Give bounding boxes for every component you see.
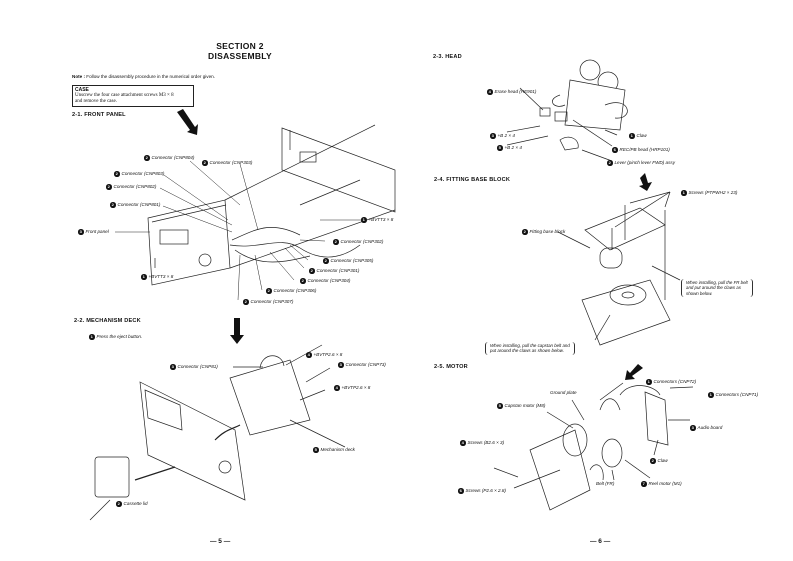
case-heading: CASE — [75, 87, 89, 93]
procedure-arrows — [177, 109, 652, 380]
note-fr-belt: When installing, pull the FR belt and pu… — [681, 279, 753, 298]
page-number-6: — 6 — — [590, 538, 611, 545]
heading-front-panel: 2-1. FRONT PANEL — [72, 112, 126, 118]
label-belt-fr: Belt (FR) — [596, 481, 615, 486]
page-number-5: — 5 — — [210, 538, 231, 545]
note: Note : Follow the disassembly procedure … — [72, 74, 215, 79]
label-screw-bvtp-top: 4+BVTP2.6 × 8 — [306, 352, 343, 358]
note-capstan-belt: When installing, pull the capstan belt a… — [485, 342, 575, 355]
motor-illustration — [493, 382, 694, 511]
label-screw-bvtt3-right: 1+BVTT3 × 8 — [361, 217, 394, 223]
heading-motor: 2-5. MOTOR — [434, 364, 468, 370]
heading-mechanism-deck: 2-2. MECHANISM DECK — [74, 318, 141, 324]
label-ground-plate: Ground plate — [550, 390, 577, 395]
heading-head: 2-3. HEAD — [433, 54, 462, 60]
case-line-2: and remove the case. — [75, 99, 117, 104]
heading-fitting-base-block: 2-4. FITTING BASE BLOCK — [434, 177, 511, 183]
label-screw-bvtt3-left: 1+BVTT3 × 8 — [141, 274, 174, 280]
case-box: CASE Unscrew the four case attachment sc… — [72, 85, 194, 107]
fitting-base-illustration — [557, 191, 681, 346]
front-panel-illustration — [147, 124, 396, 286]
case-line-1: Unscrew the four case attachment screws … — [75, 93, 174, 98]
label-screw-b2x4-b: 5+B 2 × 4 — [497, 145, 522, 151]
note-text: Follow the disassembly procedure in the … — [86, 74, 215, 79]
label-screw-b2x4-a: 3+B 2 × 4 — [490, 133, 515, 139]
note-label: Note : — [72, 74, 86, 79]
section-subtitle: DISASSEMBLY — [208, 51, 272, 61]
label-screw-bvtp-bottom: 4+BVTP2.6 × 8 — [334, 385, 371, 391]
section-title: SECTION 2 — [216, 41, 264, 51]
head-illustration — [506, 59, 628, 162]
mechanism-deck-illustration — [89, 344, 346, 521]
